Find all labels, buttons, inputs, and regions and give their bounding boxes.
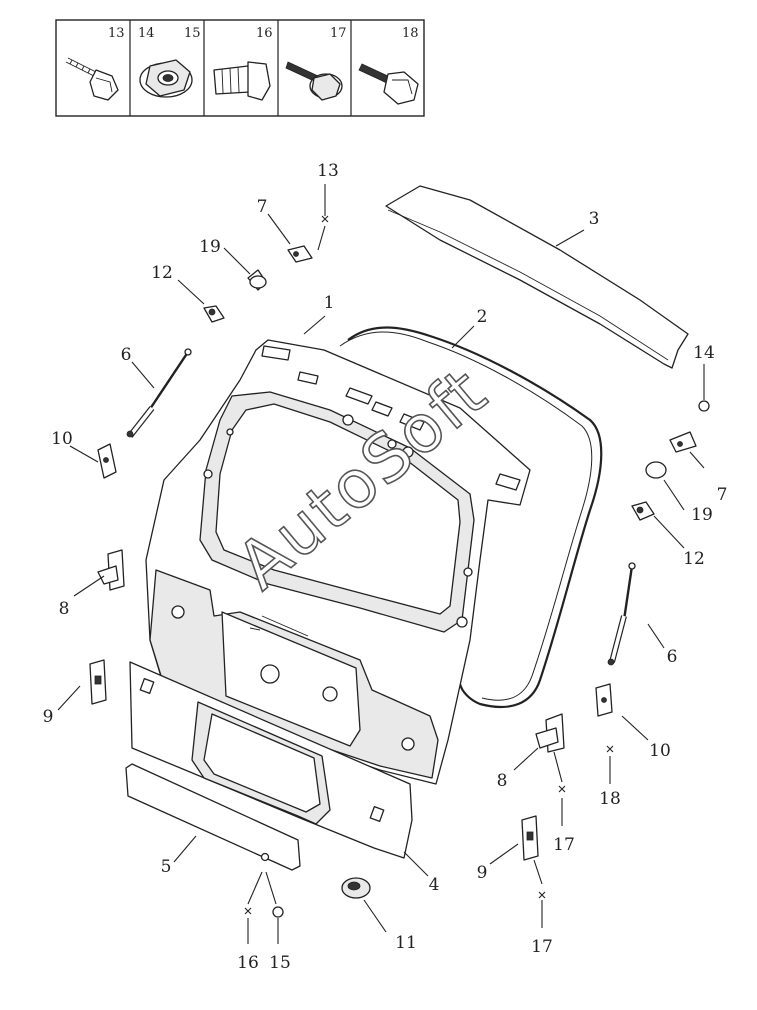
callout-8-right: 8 <box>497 771 508 791</box>
hinge-right <box>535 713 565 753</box>
hinge-left <box>97 549 125 591</box>
upper-bracket-right <box>669 431 697 453</box>
legend-label-15: 15 <box>184 26 201 41</box>
weatherstrip-seal <box>347 326 603 709</box>
striker-left <box>97 443 117 479</box>
license-lamp-strip <box>125 763 301 871</box>
legend-label-17: 17 <box>330 26 347 41</box>
lower-trim-garnish <box>129 661 413 859</box>
callout-9-right: 9 <box>477 863 488 883</box>
legend-label-16: 16 <box>256 26 273 41</box>
callout-12-left: 12 <box>151 263 173 283</box>
legend-label-18: 18 <box>402 26 419 41</box>
hex-nut-icon <box>139 59 193 98</box>
callout-19-left: 19 <box>199 237 221 257</box>
callout-7-right: 7 <box>717 485 728 505</box>
push-clip-icon <box>213 61 271 101</box>
callout-5: 5 <box>161 857 172 877</box>
pivot-stud-left <box>203 305 225 323</box>
callout-6-right: 6 <box>667 647 678 667</box>
callout-15: 15 <box>269 953 291 973</box>
callout-4: 4 <box>429 875 440 895</box>
callout-3: 3 <box>589 209 600 229</box>
bump-stop-right <box>645 461 667 479</box>
callout-16: 16 <box>237 953 259 973</box>
legend-cell-14-15: 14 15 <box>138 26 201 98</box>
callout-10-left: 10 <box>51 429 73 449</box>
callout-17-lower: 17 <box>531 937 553 957</box>
callout-12-right: 12 <box>683 549 705 569</box>
pivot-stud-right <box>631 501 655 521</box>
legend-label-13: 13 <box>108 26 125 41</box>
callout-19-right: 19 <box>691 505 713 525</box>
callout-14: 14 <box>693 343 715 363</box>
rear-spoiler <box>385 185 689 369</box>
callout-11: 11 <box>395 933 417 953</box>
callout-7-left: 7 <box>257 197 268 217</box>
callout-17-upper: 17 <box>553 835 575 855</box>
legend-cell-18: 18 <box>358 26 419 105</box>
leader-lines <box>57 184 710 944</box>
callout-6-left: 6 <box>121 345 132 365</box>
lock-cylinder <box>341 877 371 899</box>
callout-13: 13 <box>317 161 339 181</box>
callout-2: 2 <box>477 307 488 327</box>
hex-bolt-icon <box>358 63 419 105</box>
legend-label-14: 14 <box>138 26 155 41</box>
striker-right <box>595 683 613 717</box>
legend-cell-16: 16 <box>213 26 273 101</box>
gas-strut-left <box>126 348 192 438</box>
washer-bolt-icon <box>285 61 343 101</box>
tailgate-panel <box>145 339 531 785</box>
flange-bolt-icon <box>65 57 119 101</box>
legend-cell-13: 13 <box>65 26 125 101</box>
callout-18: 18 <box>599 789 621 809</box>
guide-right <box>521 815 539 861</box>
callout-9-left: 9 <box>43 707 54 727</box>
callout-labels: 1 2 3 4 5 6 6 7 7 8 8 9 9 10 10 11 12 12… <box>43 161 728 973</box>
bump-stop-left <box>247 269 267 291</box>
callout-1: 1 <box>324 293 335 313</box>
gas-strut-right <box>607 562 636 666</box>
upper-bracket-left <box>287 245 313 263</box>
callout-10-right: 10 <box>649 741 671 761</box>
legend-cell-17: 17 <box>285 26 347 101</box>
callout-8-left: 8 <box>59 599 70 619</box>
guide-left <box>89 659 107 705</box>
fastener-legend-table: 13 14 15 16 <box>55 19 425 117</box>
